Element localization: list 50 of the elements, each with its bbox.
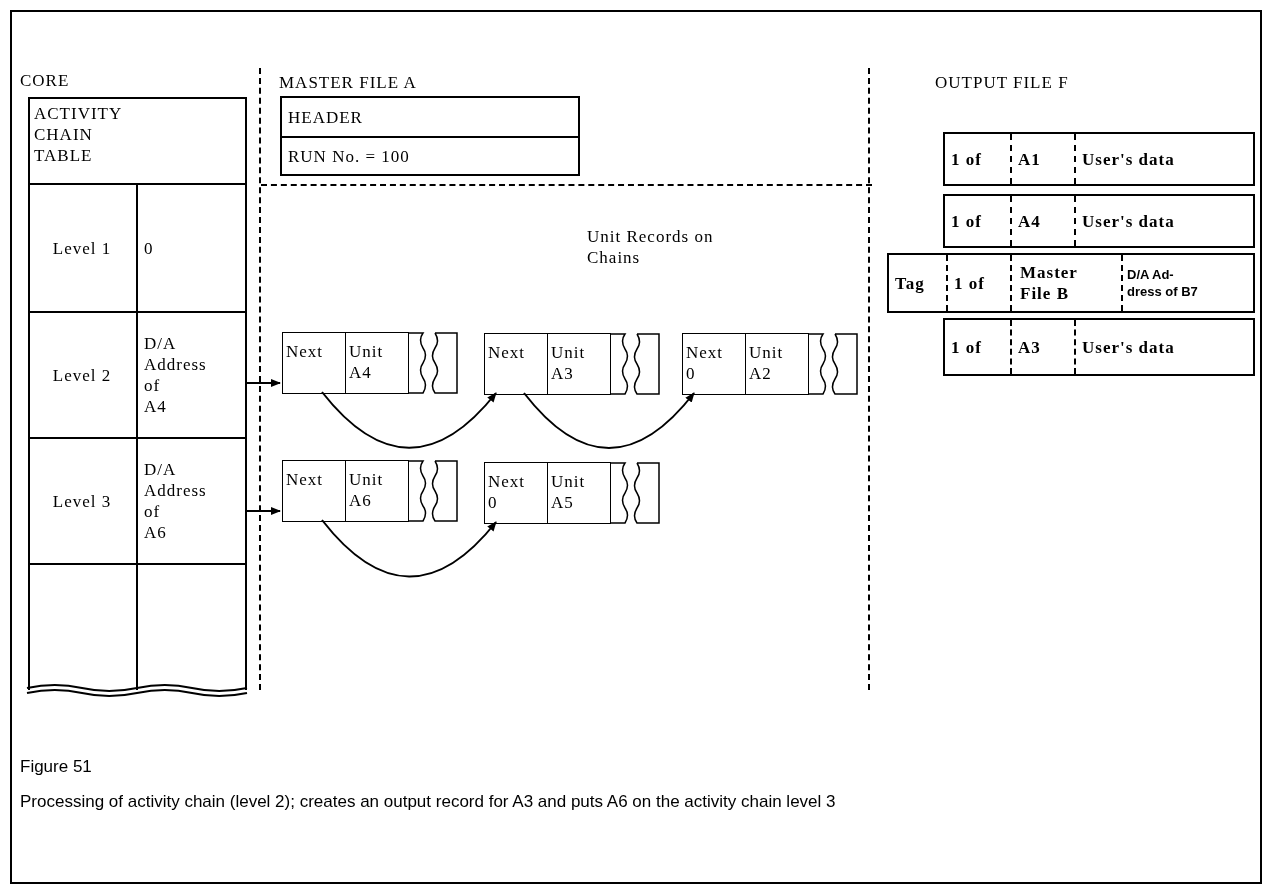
record-field: A3 [1010,320,1074,374]
record-field: Unit A2 [745,333,809,395]
record-field: Tag [889,255,946,311]
record-field: Unit A3 [547,333,611,395]
record-field: Next 0 [682,333,746,395]
record-field: User's data [1074,196,1257,246]
arrow [246,379,281,387]
record-field: Unit A5 [547,462,611,524]
record-field: 1 of [945,134,1010,184]
table-cell: 0 [138,183,247,311]
table-cell: D/A Address of A4 [138,311,247,437]
caption-text: Processing of activity chain (level 2); creates an output record for A3 and puts A6 on the activity chain level 3 [20,791,837,813]
record-field: User's data [1074,320,1257,374]
arrow [321,519,497,578]
record-box [280,96,580,176]
record-field: HEADER [282,98,578,138]
record-field: Next [282,332,346,394]
record-box [943,194,1255,248]
arrow [321,391,497,449]
record-field: User's data [1074,134,1257,184]
record-box [887,253,1255,313]
arrow [523,392,695,449]
record-field: RUN No. = 100 [282,138,578,174]
section-heading: OUTPUT FILE F [935,72,1069,93]
figure-number: Figure 51 [20,757,92,777]
record-field: 1 of [945,196,1010,246]
record-field: Next 0 [484,462,548,524]
table-heading: ACTIVITY CHAIN TABLE [34,103,122,166]
record-field: A4 [1010,196,1074,246]
record-field: Next [282,460,346,522]
table-cell: D/A Address of A6 [138,437,247,563]
table-cell: Level 3 [28,437,138,563]
table-cell [28,563,138,690]
region-label: Unit Records on Chains [587,226,715,268]
table-cell: Level 1 [28,183,138,311]
file-region [259,68,870,690]
record-field: A1 [1010,134,1074,184]
record-field: Unit A4 [345,332,409,394]
record-field: D/A Ad- dress of B7 [1121,255,1257,311]
record-field: Master File B [1010,255,1121,311]
section-heading: MASTER FILE A [279,72,417,93]
record-box [943,318,1255,376]
record-field: 1 of [945,320,1010,374]
record-field: Next [484,333,548,395]
record-field: Unit A6 [345,460,409,522]
record-box [943,132,1255,186]
table-cell: Level 2 [28,311,138,437]
section-heading: CORE [20,70,70,91]
record-field: 1 of [946,255,1010,311]
arrow [246,507,281,515]
